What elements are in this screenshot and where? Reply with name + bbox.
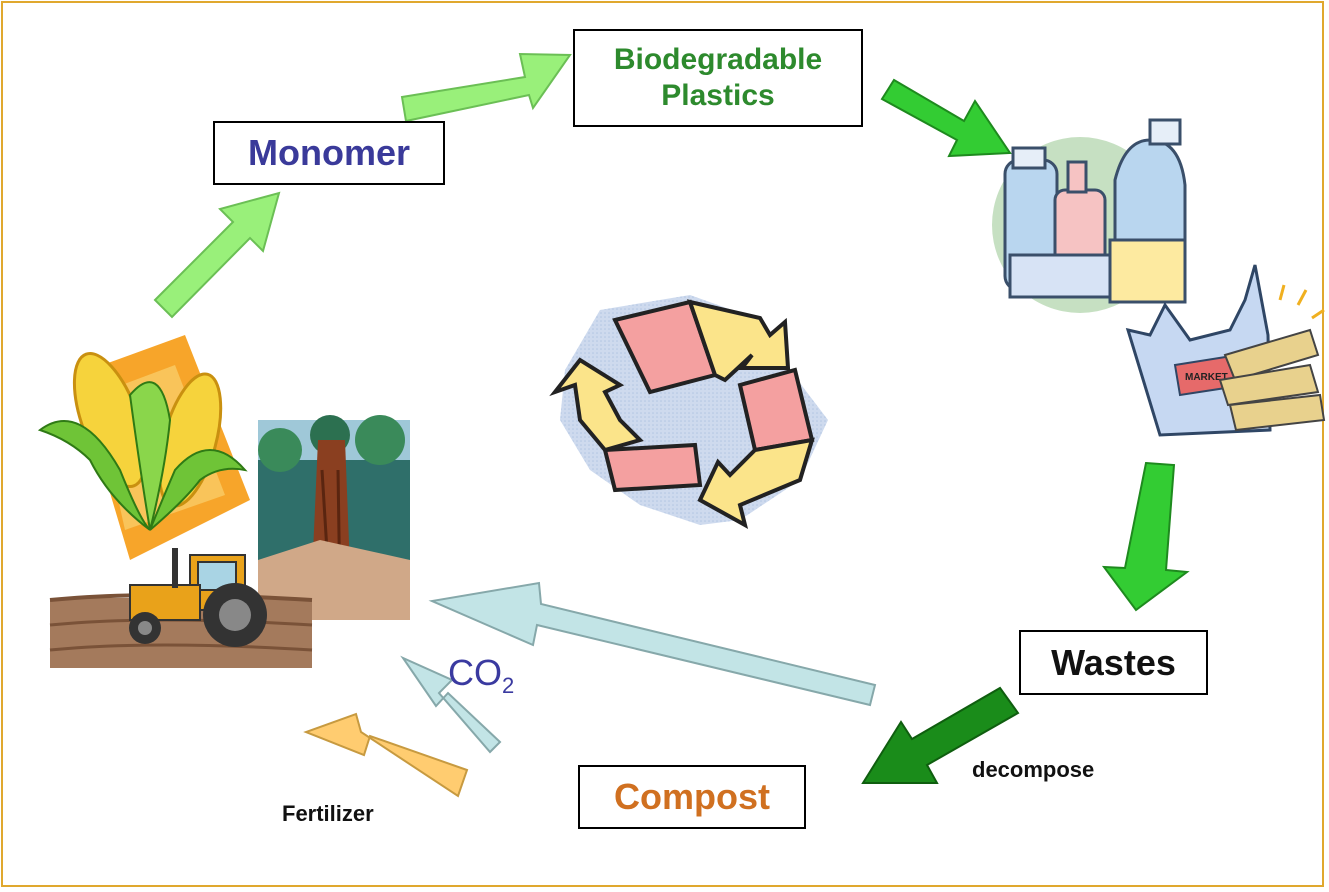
plastics-label: Plastics: [661, 79, 775, 112]
arrow-wastes-to-compost: [861, 686, 1020, 784]
biodegradable-plastics-box: Biodegradable Plastics: [573, 29, 863, 127]
arrow-crops-to-monomer: [153, 191, 281, 319]
co2-main: CO: [448, 652, 502, 693]
arrow-co2: [400, 655, 502, 754]
arrow-plastics-to-bottles: [880, 78, 1012, 158]
monomer-box: Monomer: [213, 121, 445, 185]
wastes-label: Wastes: [1051, 641, 1176, 683]
arrow-bags-to-wastes: [1101, 461, 1190, 612]
plastic-bottles-icon: [992, 118, 1187, 313]
co2-subscript: 2: [502, 673, 515, 698]
fertilizer-label: Fertilizer: [282, 801, 374, 826]
tree-icon: [258, 415, 410, 620]
arrow-monomer-to-plastics: [400, 52, 572, 123]
corn-icon: [37, 335, 250, 560]
decompose-label: decompose: [972, 757, 1095, 782]
biodegradable-label: Biodegradable: [613, 43, 823, 76]
co2-label: CO2: [448, 652, 514, 699]
shopping-bag-icon: MARKET: [1125, 264, 1326, 437]
wastes-box: Wastes: [1019, 630, 1208, 695]
market-bag-label: MARKET: [1185, 372, 1228, 383]
arrow-fertilizer: [303, 712, 469, 798]
recycle-icon: [549, 295, 828, 529]
monomer-label: Monomer: [248, 132, 410, 173]
arrow-compost-to-tree-co2: [428, 581, 877, 707]
tractor-icon: [49, 548, 313, 668]
compost-label: Compost: [614, 776, 770, 817]
compost-box: Compost: [578, 765, 806, 829]
